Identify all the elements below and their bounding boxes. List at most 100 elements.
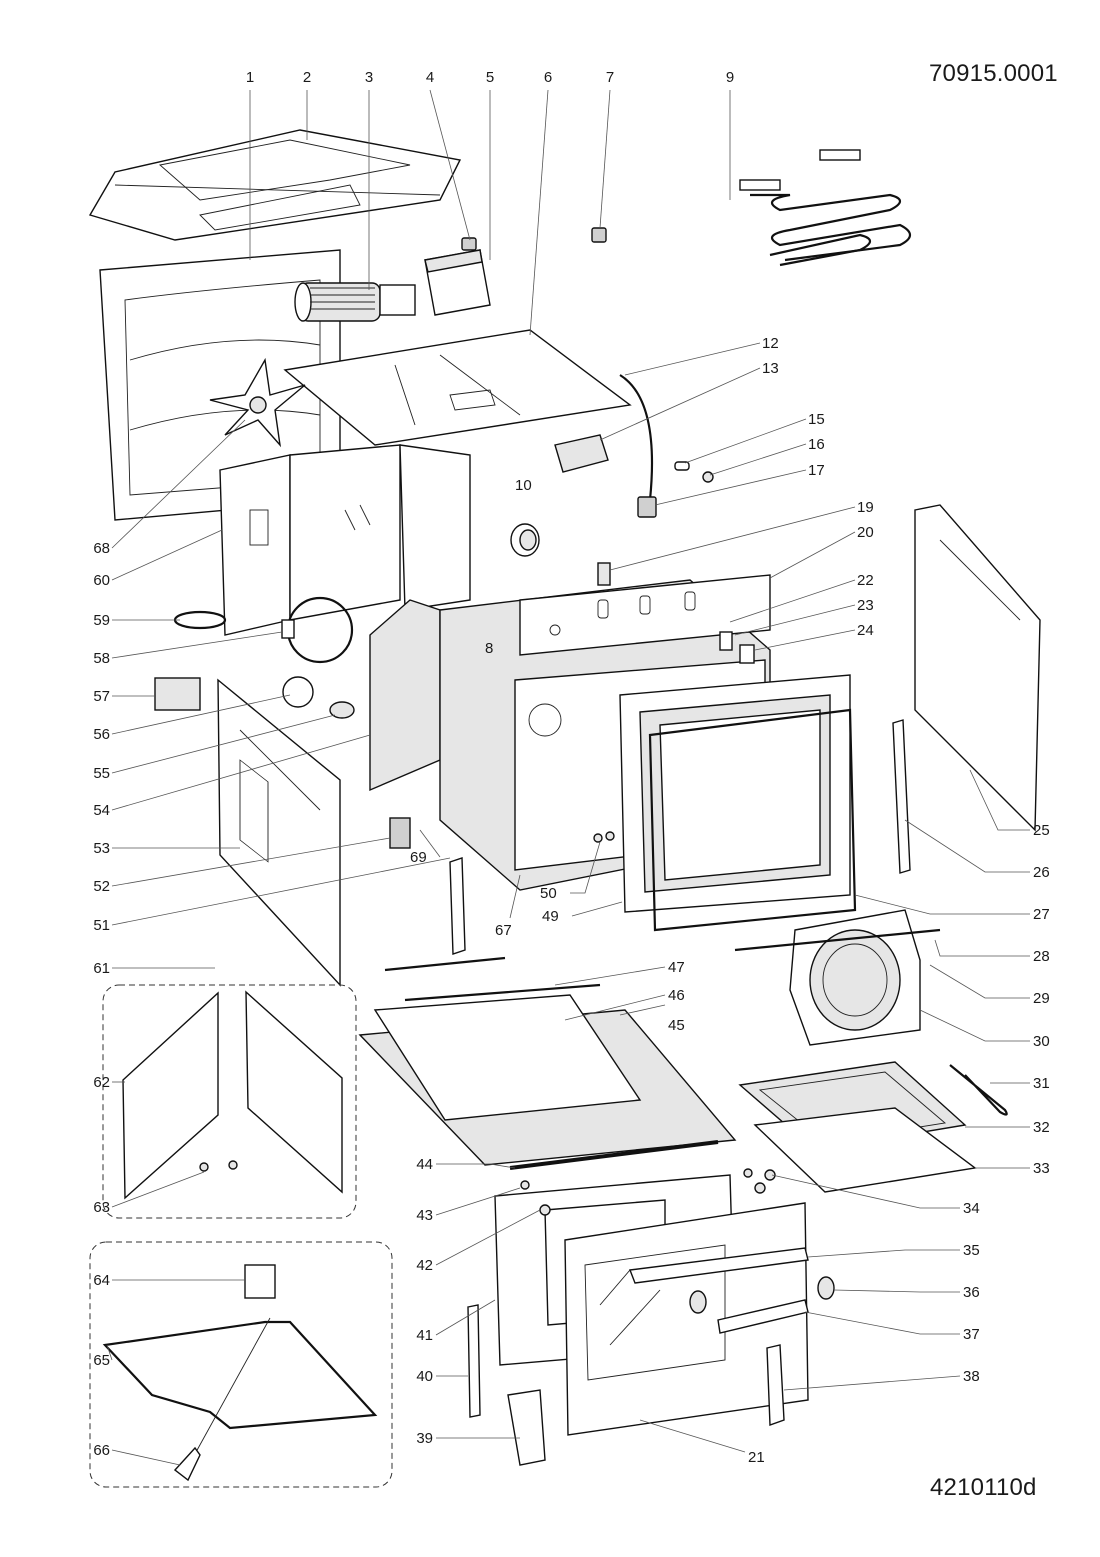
document-reference: 4210110d: [930, 1474, 1037, 1501]
callout-label-43: 43: [416, 1207, 433, 1224]
door-gasket: [648, 708, 857, 932]
door-switch: [719, 631, 733, 651]
callout-label-13: 13: [762, 360, 779, 377]
callout-label-66: 66: [93, 1442, 110, 1459]
probe-socket: [597, 562, 611, 586]
mains-terminal-block: [154, 677, 201, 711]
shelf-hook: [949, 1064, 1008, 1116]
top-shield-plate: [283, 329, 632, 446]
callout-label-45: 45: [668, 1017, 685, 1034]
callout-label-26: 26: [1033, 864, 1050, 881]
oven-lamp: [329, 701, 355, 719]
callout-label-42: 42: [416, 1257, 433, 1274]
callout-label-17: 17: [808, 462, 825, 479]
switch: [637, 496, 657, 518]
fan-blade: [209, 357, 306, 448]
front-rail: [734, 928, 941, 952]
callout-label-2: 2: [303, 69, 311, 86]
kit-box-side-panels: [102, 984, 357, 1219]
callout-label-23: 23: [857, 597, 874, 614]
callout-label-8: 8: [485, 640, 493, 657]
callout-label-15: 15: [808, 411, 825, 428]
seal-strip: [509, 1140, 719, 1170]
catalytic-panel-right: [245, 990, 343, 1194]
callout-label-37: 37: [963, 1326, 980, 1343]
hinge-left: [507, 1389, 546, 1466]
callout-label-51: 51: [93, 917, 110, 934]
screw: [199, 1162, 209, 1172]
hinge-support: [467, 1304, 481, 1418]
lower-grill-element: [384, 956, 601, 1034]
small-sensor: [591, 227, 607, 243]
callout-label-64: 64: [93, 1272, 110, 1289]
callout-label-19: 19: [857, 499, 874, 516]
callout-label-22: 22: [857, 572, 874, 589]
drawing-number: 70915.0001: [929, 60, 1058, 87]
callout-label-9: 9: [726, 69, 734, 86]
door-top-bar: [629, 1247, 809, 1284]
callout-label-30: 30: [1033, 1033, 1050, 1050]
callout-label-25: 25: [1033, 822, 1050, 839]
callout-label-1: 1: [246, 69, 254, 86]
right-side-panel: [914, 504, 1041, 832]
circular-heating-element: [281, 596, 354, 664]
callout-label-29: 29: [1033, 990, 1050, 1007]
callout-label-34: 34: [963, 1200, 980, 1217]
callout-label-12: 12: [762, 335, 779, 352]
callout-label-41: 41: [416, 1327, 433, 1344]
callout-label-46: 46: [668, 987, 685, 1004]
door-handle: [717, 1299, 809, 1334]
control-panel-strip: [519, 574, 771, 656]
callout-label-65: 65: [93, 1352, 110, 1369]
side-clip: [389, 817, 411, 849]
front-frame: [619, 674, 851, 913]
spit-handle: [173, 1446, 201, 1482]
rotisserie-spit: [184, 1317, 271, 1473]
top-cover: [88, 129, 462, 241]
callout-label-50: 50: [540, 885, 557, 902]
callout-label-10: 10: [515, 477, 532, 494]
callout-label-33: 33: [1033, 1160, 1050, 1177]
thermal-probe-wire: [619, 374, 654, 501]
washer: [764, 1169, 776, 1181]
washer: [539, 1204, 551, 1216]
terminal-block: [554, 434, 609, 473]
bottom-plate: [358, 994, 737, 1166]
left-side-panel: [217, 678, 341, 987]
washer: [754, 1182, 766, 1194]
callout-label-54: 54: [93, 802, 110, 819]
callout-label-60: 60: [93, 572, 110, 589]
handle-spacer: [817, 1276, 835, 1300]
clip-part: [461, 237, 477, 251]
callout-label-20: 20: [857, 524, 874, 541]
callout-label-24: 24: [857, 622, 874, 639]
callout-label-27: 27: [1033, 906, 1050, 923]
lamp-holder: [282, 676, 314, 708]
cooling-fan-motor: [294, 282, 416, 322]
callout-label-32: 32: [1033, 1119, 1050, 1136]
catalytic-panel-left: [122, 991, 219, 1200]
callout-label-58: 58: [93, 650, 110, 667]
screw: [743, 1168, 753, 1178]
screw: [605, 831, 615, 841]
callout-label-31: 31: [1033, 1075, 1050, 1092]
callout-label-56: 56: [93, 726, 110, 743]
insulation-pad: [369, 599, 441, 792]
callout-label-38: 38: [963, 1368, 980, 1385]
callout-label-68: 68: [93, 540, 110, 557]
screw: [593, 833, 603, 843]
callout-label-53: 53: [93, 840, 110, 857]
control-box: [424, 249, 491, 316]
callout-label-3: 3: [365, 69, 373, 86]
callout-label-63: 63: [93, 1199, 110, 1216]
callout-label-39: 39: [416, 1430, 433, 1447]
lamp-cap: [702, 471, 714, 483]
grill-element: [739, 149, 912, 267]
callout-label-40: 40: [416, 1368, 433, 1385]
callout-label-35: 35: [963, 1242, 980, 1259]
callout-label-21: 21: [748, 1449, 765, 1466]
fan-housing-panel: [219, 444, 471, 636]
callout-label-69: 69: [410, 849, 427, 866]
right-shelf-support: [892, 719, 911, 874]
